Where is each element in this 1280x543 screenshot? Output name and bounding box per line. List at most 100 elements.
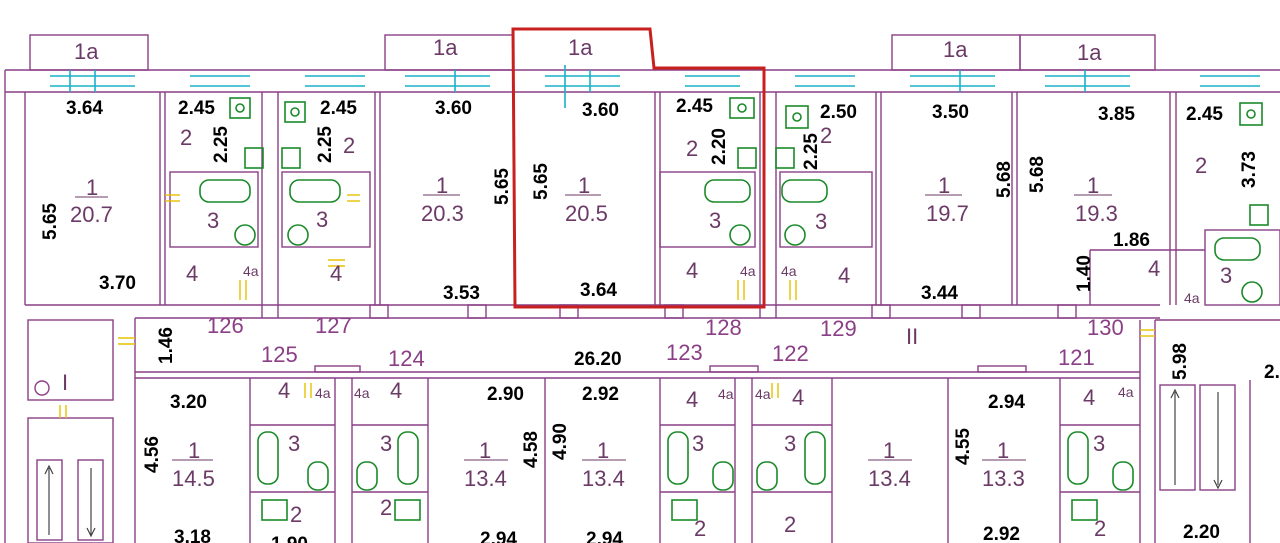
- apartment-number: 122: [772, 341, 809, 366]
- room-code: 3: [709, 208, 721, 233]
- room-code: 2: [380, 495, 392, 520]
- balcony-label: 1a: [74, 39, 99, 64]
- room-code: 4: [686, 387, 698, 412]
- dimension: 1.86: [1113, 230, 1150, 251]
- dimension: 2.2: [1264, 362, 1280, 383]
- room-area: 19.3: [1075, 201, 1118, 226]
- dimension: 2.25: [211, 126, 232, 163]
- room-code: 3: [288, 431, 300, 456]
- dimension: 4.58: [521, 431, 542, 468]
- building-walls: [4, 34, 1280, 543]
- dimension: 3.60: [435, 98, 472, 119]
- room-code: 1: [597, 438, 609, 463]
- room-code: 3: [815, 209, 827, 234]
- dimension: 5.68: [994, 161, 1015, 198]
- stair-room: [27, 319, 114, 401]
- room-code: 3: [207, 208, 219, 233]
- dimension: 2.20: [709, 128, 730, 165]
- dimension: 3.73: [1239, 151, 1260, 188]
- room-code: 1: [479, 438, 491, 463]
- room-code: 3: [1220, 263, 1232, 288]
- dimension: 2.45: [676, 96, 713, 117]
- room-code: 2: [180, 125, 192, 150]
- dimension: 2.50: [820, 102, 857, 123]
- corridor-width: 1.46: [156, 327, 177, 364]
- room-code: 1: [997, 438, 1009, 463]
- room-area: 14.5: [172, 466, 215, 491]
- balcony-label: 1a: [433, 35, 458, 60]
- room-code: 3: [1093, 431, 1105, 456]
- room-code: 4a: [243, 263, 259, 279]
- stair-arrows: [44, 388, 1223, 538]
- room-code: 2: [290, 502, 302, 527]
- room-area: 13.3: [982, 466, 1025, 491]
- room-code: 2: [686, 136, 698, 161]
- dimension: 3.64: [66, 98, 103, 119]
- room-code: 4: [330, 261, 342, 286]
- room-code: 4: [792, 385, 804, 410]
- apartment-numbers: 126 127 128 129 130 125 124 123 122 121: [207, 313, 1124, 371]
- dimension: 3.85: [1098, 104, 1135, 125]
- corridor-code: II: [906, 324, 918, 349]
- dimension: 3.44: [921, 283, 958, 304]
- dimension: 2.92: [983, 524, 1020, 543]
- upper-dimensions: 3.64 2.45 2.25 2.45 2.25 3.60 5.65 5.65 …: [40, 96, 1260, 304]
- room-code: 4a: [1118, 384, 1134, 400]
- dimension: 3.53: [443, 283, 480, 304]
- door-marks: [59, 194, 1155, 418]
- room-area: 20.7: [70, 202, 113, 227]
- room-area: 19.7: [926, 201, 969, 226]
- room-code: 4: [1083, 385, 1095, 410]
- apartment-number: 129: [820, 316, 857, 341]
- apartment-number: 126: [207, 313, 244, 338]
- room-code: 4: [390, 378, 402, 403]
- balcony-label: 1a: [568, 35, 593, 60]
- apartment-number: 123: [666, 340, 703, 365]
- room-code: 1: [86, 175, 98, 200]
- room-code: 1: [883, 438, 895, 463]
- apartment-number: 127: [315, 313, 352, 338]
- room-code: 2: [1195, 153, 1207, 178]
- dimension: 3.50: [932, 102, 969, 123]
- apartment-number: 130: [1087, 315, 1124, 340]
- dimension: 3.60: [582, 100, 619, 121]
- room-code: 4a: [354, 385, 370, 401]
- apartment-number: 121: [1058, 345, 1095, 370]
- room-code: 1: [436, 173, 448, 198]
- dimension: 2.92: [582, 384, 619, 405]
- dimension: 3.20: [170, 392, 207, 413]
- dimension: 3.64: [580, 280, 617, 301]
- room-code: 4a: [781, 263, 797, 279]
- dimension: 4.90: [550, 423, 571, 460]
- dimension: 2.90: [487, 384, 524, 405]
- dimension: 2.25: [801, 133, 822, 170]
- room-code: 4: [278, 378, 290, 403]
- dimension: 5.65: [40, 203, 61, 240]
- balcony-label: 1a: [943, 37, 968, 62]
- room-code: 2: [1094, 516, 1106, 541]
- room-code: 3: [784, 431, 796, 456]
- dimension: 1.40: [1074, 255, 1095, 292]
- dimension: 2.94: [988, 392, 1025, 413]
- room-code: 4: [1148, 256, 1160, 281]
- dimension: 3.70: [99, 273, 136, 294]
- balcony-labels: 1a 1a 1a 1a 1a: [74, 35, 1102, 65]
- room-code: 4: [838, 263, 850, 288]
- dimension: 2.45: [320, 98, 357, 119]
- room-code: 1: [938, 173, 950, 198]
- room-code: 3: [380, 431, 392, 456]
- room-code: 4a: [755, 386, 771, 402]
- dimension: 3.18: [174, 527, 211, 543]
- fixtures: [199, 97, 1269, 521]
- dimension: 2.45: [1186, 104, 1223, 125]
- room-code: 3: [692, 431, 704, 456]
- windows: [50, 65, 1260, 108]
- apartment-number: 125: [261, 342, 298, 367]
- room-code: 2: [343, 133, 355, 158]
- dimension: 5.65: [531, 163, 552, 200]
- room-area: 13.4: [868, 466, 911, 491]
- room-code: 4: [186, 261, 198, 286]
- room-area: 13.4: [464, 466, 507, 491]
- highlighted-apartment-outline: [511, 27, 766, 309]
- upper-room-labels: 1 20.7 1 20.3 1 20.5 1 19.7 1 19.3 2 2 2…: [70, 123, 1232, 306]
